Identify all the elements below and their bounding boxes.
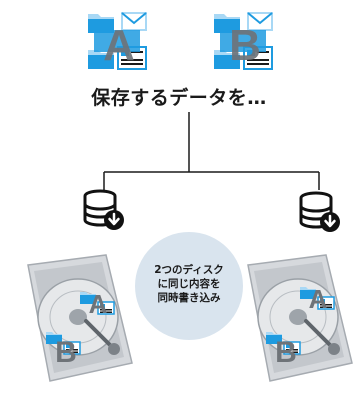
disk-left-letter-b: B: [55, 336, 77, 369]
disk-left-letter-a: A: [89, 289, 108, 319]
disk-right-letter-a: A: [309, 284, 328, 314]
disk-right-letter-b: B: [275, 336, 297, 369]
disk-icon-left: [83, 189, 126, 232]
mirror-note-line-1: 2つのディスク: [154, 264, 224, 276]
file-group-b: B: [213, 12, 273, 70]
file-letter-b: B: [229, 21, 261, 70]
disk-icon-right: [299, 191, 342, 234]
mirror-note-text: 2つのディスク に同じ内容を 同時書き込み: [135, 263, 243, 305]
tree-connector: [103, 112, 320, 190]
hard-disk-right: A B: [246, 253, 354, 383]
mirror-note-bubble: [135, 232, 243, 340]
mirror-note-line-3: 同時書き込み: [157, 292, 221, 304]
file-group-a: A: [87, 12, 147, 70]
mirror-note-line-2: に同じ内容を: [157, 278, 221, 290]
hard-disk-left: A B: [26, 253, 134, 383]
file-letter-a: A: [103, 21, 135, 70]
save-data-caption: 保存するデータを…: [91, 87, 267, 109]
